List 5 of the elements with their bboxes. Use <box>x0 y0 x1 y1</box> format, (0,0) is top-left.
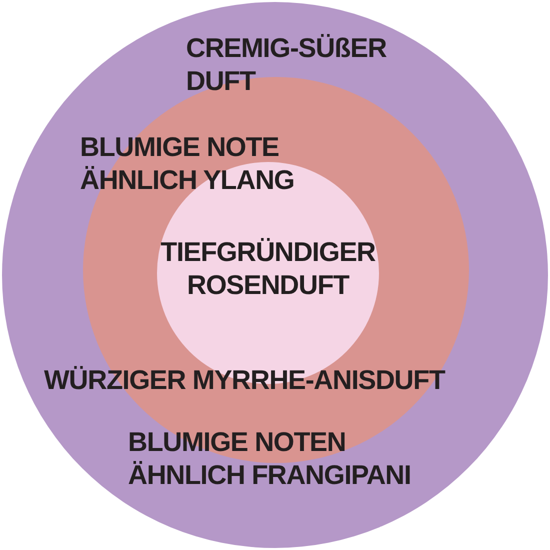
scent-label: CREMIG-SÜßER DUFT <box>186 32 388 98</box>
scent-label: BLUMIGE NOTE ÄHNLICH YLANG <box>80 131 296 197</box>
scent-label: TIEFGRÜNDIGER ROSENDUFT <box>160 236 376 302</box>
scent-label: BLUMIGE NOTEN ÄHNLICH FRANGIPANI <box>128 426 412 492</box>
scent-label: WÜRZIGER MYRRHE-ANISDUFT <box>44 364 446 397</box>
